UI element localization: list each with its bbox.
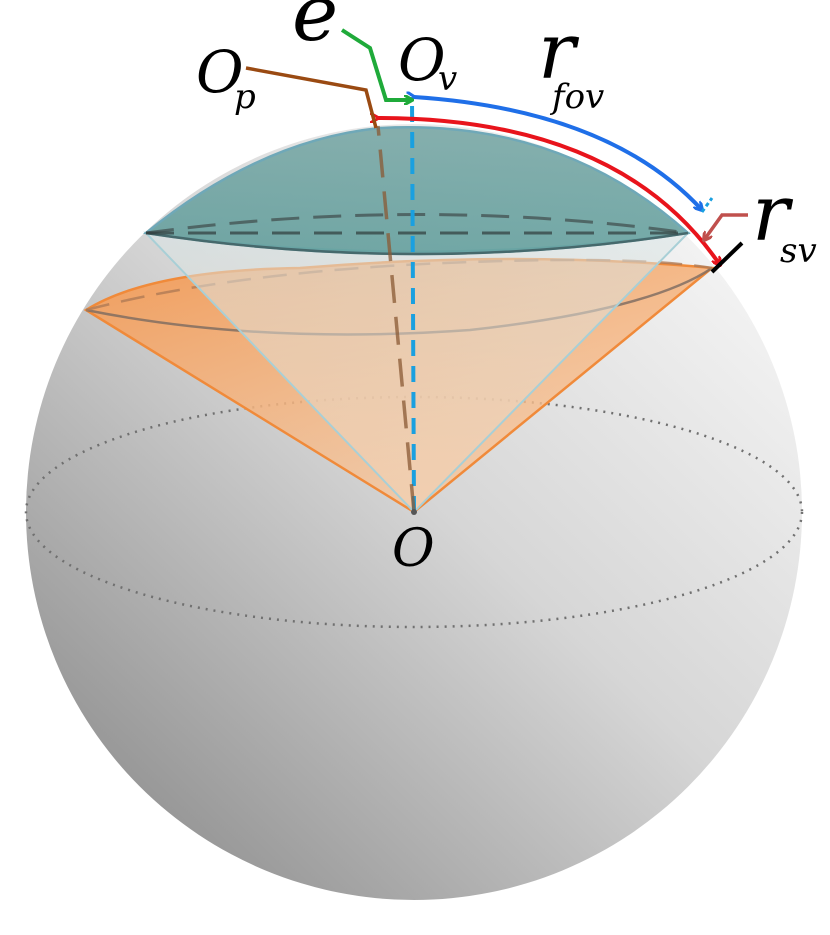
label-e: e bbox=[292, 0, 338, 59]
e-leader-line bbox=[340, 28, 412, 100]
label-o-v-sub: v bbox=[438, 59, 457, 99]
label-o-v: O bbox=[398, 26, 446, 94]
label-o-center: O bbox=[392, 519, 435, 579]
center-point bbox=[411, 509, 417, 515]
label-r-fov: r bbox=[538, 7, 580, 97]
r-fov-end-tick bbox=[700, 197, 714, 213]
r-sv-arrow bbox=[378, 118, 720, 265]
label-o-p-sub: p bbox=[234, 77, 256, 117]
label-r-sv: r bbox=[752, 169, 794, 259]
r-sv-end-tick bbox=[710, 241, 744, 274]
label-o-p: O bbox=[196, 38, 244, 106]
o-p-leader-line bbox=[245, 66, 378, 129]
teal-cap bbox=[143, 126, 691, 256]
label-r-fov-sub: fov bbox=[549, 77, 604, 117]
label-r-sv-sub: sv bbox=[780, 231, 817, 271]
r-sv-leader-line bbox=[704, 213, 748, 240]
sphere-axis-brown bbox=[376, 125, 416, 513]
